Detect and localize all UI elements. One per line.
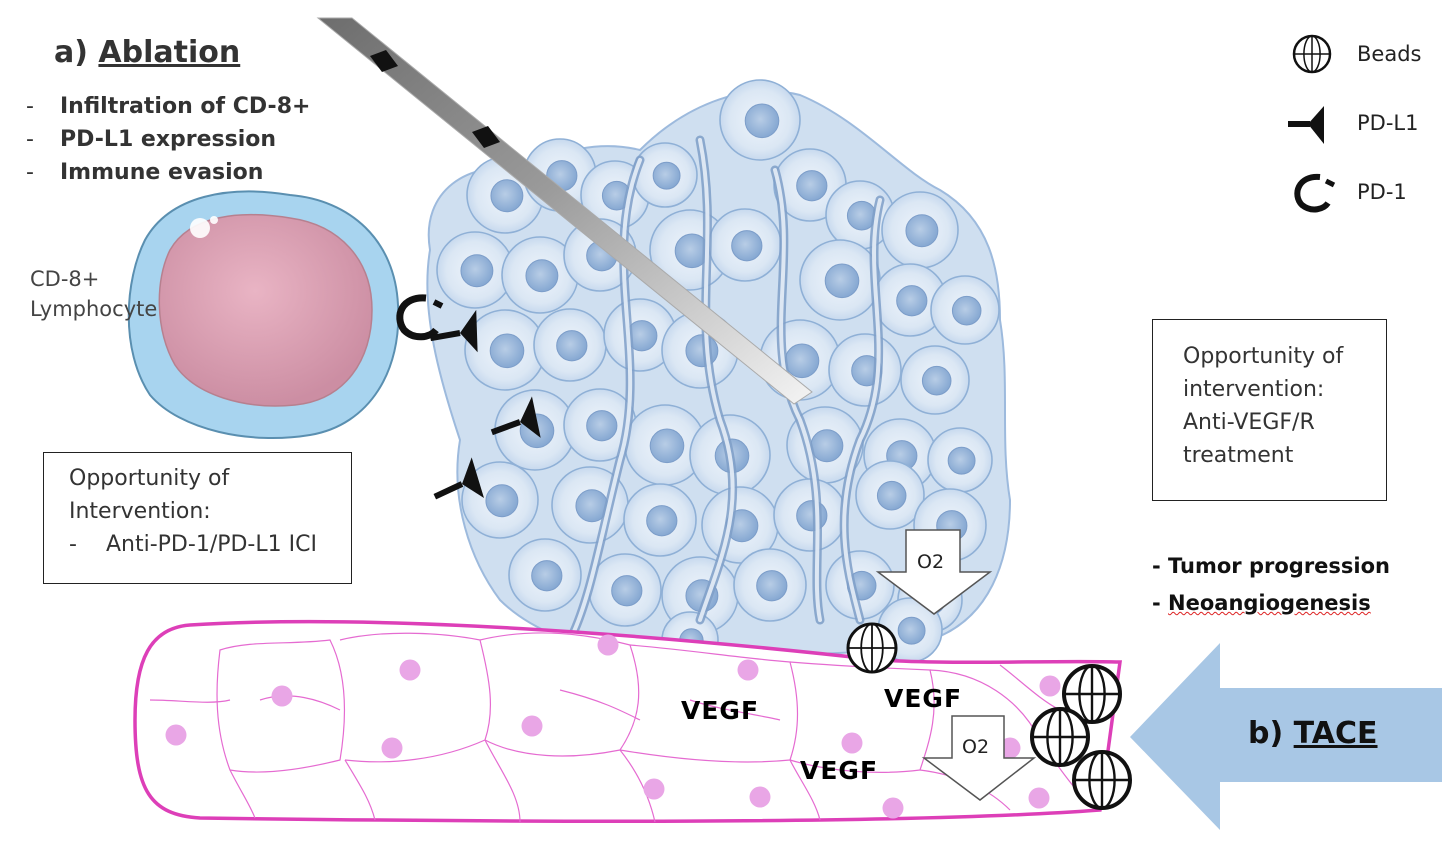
- o2-label: O2: [962, 736, 990, 758]
- cd8-lymphocyte: [127, 190, 400, 440]
- o2-arrow-bottom: [921, 715, 1037, 801]
- tace-arrow: [1130, 643, 1442, 830]
- ablation-heading: a) Ablation: [54, 35, 240, 70]
- legend-label-pd-1: PD-1: [1357, 180, 1407, 204]
- ablation-bullet: -PD-L1 expression: [26, 127, 277, 152]
- cd8-lymphocyte-label: CD-8+ Lymphocyte: [30, 267, 158, 321]
- left-box-line: Intervention:: [69, 499, 211, 524]
- ablation-bullets: -Infiltration of CD-8+ -PD-L1 expression…: [26, 90, 310, 189]
- vegf-label: VEGF: [800, 756, 879, 785]
- right-intervention-box: Opportunity of intervention: Anti-VEGF/R…: [1152, 319, 1387, 501]
- tace-label: b) TACE: [1248, 716, 1378, 751]
- vegf-label: VEGF: [884, 684, 963, 713]
- progression-item: - Tumor progression: [1152, 554, 1390, 578]
- ablation-title: Ablation: [98, 35, 241, 70]
- vegf-label: VEGF: [681, 696, 760, 725]
- left-box-item: -Anti-PD-1/PD-L1 ICI: [69, 532, 317, 557]
- ablation-bullet: -Infiltration of CD-8+: [26, 94, 311, 119]
- beads: [846, 622, 1132, 810]
- right-box-line: Anti-VEGF/R: [1183, 410, 1315, 435]
- right-box-line: intervention:: [1183, 377, 1325, 402]
- legend-label-beads: Beads: [1357, 42, 1422, 66]
- left-box-line: Opportunity of: [69, 466, 230, 491]
- progression-item: - Neoangiogenesis: [1152, 591, 1371, 615]
- ablation-needle: [316, 17, 813, 405]
- left-intervention-box: Opportunity of Intervention: -Anti-PD-1/…: [43, 452, 352, 584]
- legend-label-pd-l1: PD-L1: [1357, 111, 1419, 135]
- o2-arrow-top: [875, 529, 993, 615]
- right-box-line: Opportunity of: [1183, 344, 1344, 369]
- pd-l1-ligands: [429, 309, 541, 500]
- ablation-bullet: -Immune evasion: [26, 160, 264, 185]
- ablation-prefix: a): [54, 35, 88, 70]
- pd-1-receptor: [396, 294, 444, 341]
- legend-icons: [1288, 34, 1336, 213]
- right-box-line: treatment: [1183, 443, 1294, 468]
- progression-list: - Tumor progression - Neoangiogenesis: [1152, 548, 1390, 622]
- o2-label: O2: [917, 551, 945, 573]
